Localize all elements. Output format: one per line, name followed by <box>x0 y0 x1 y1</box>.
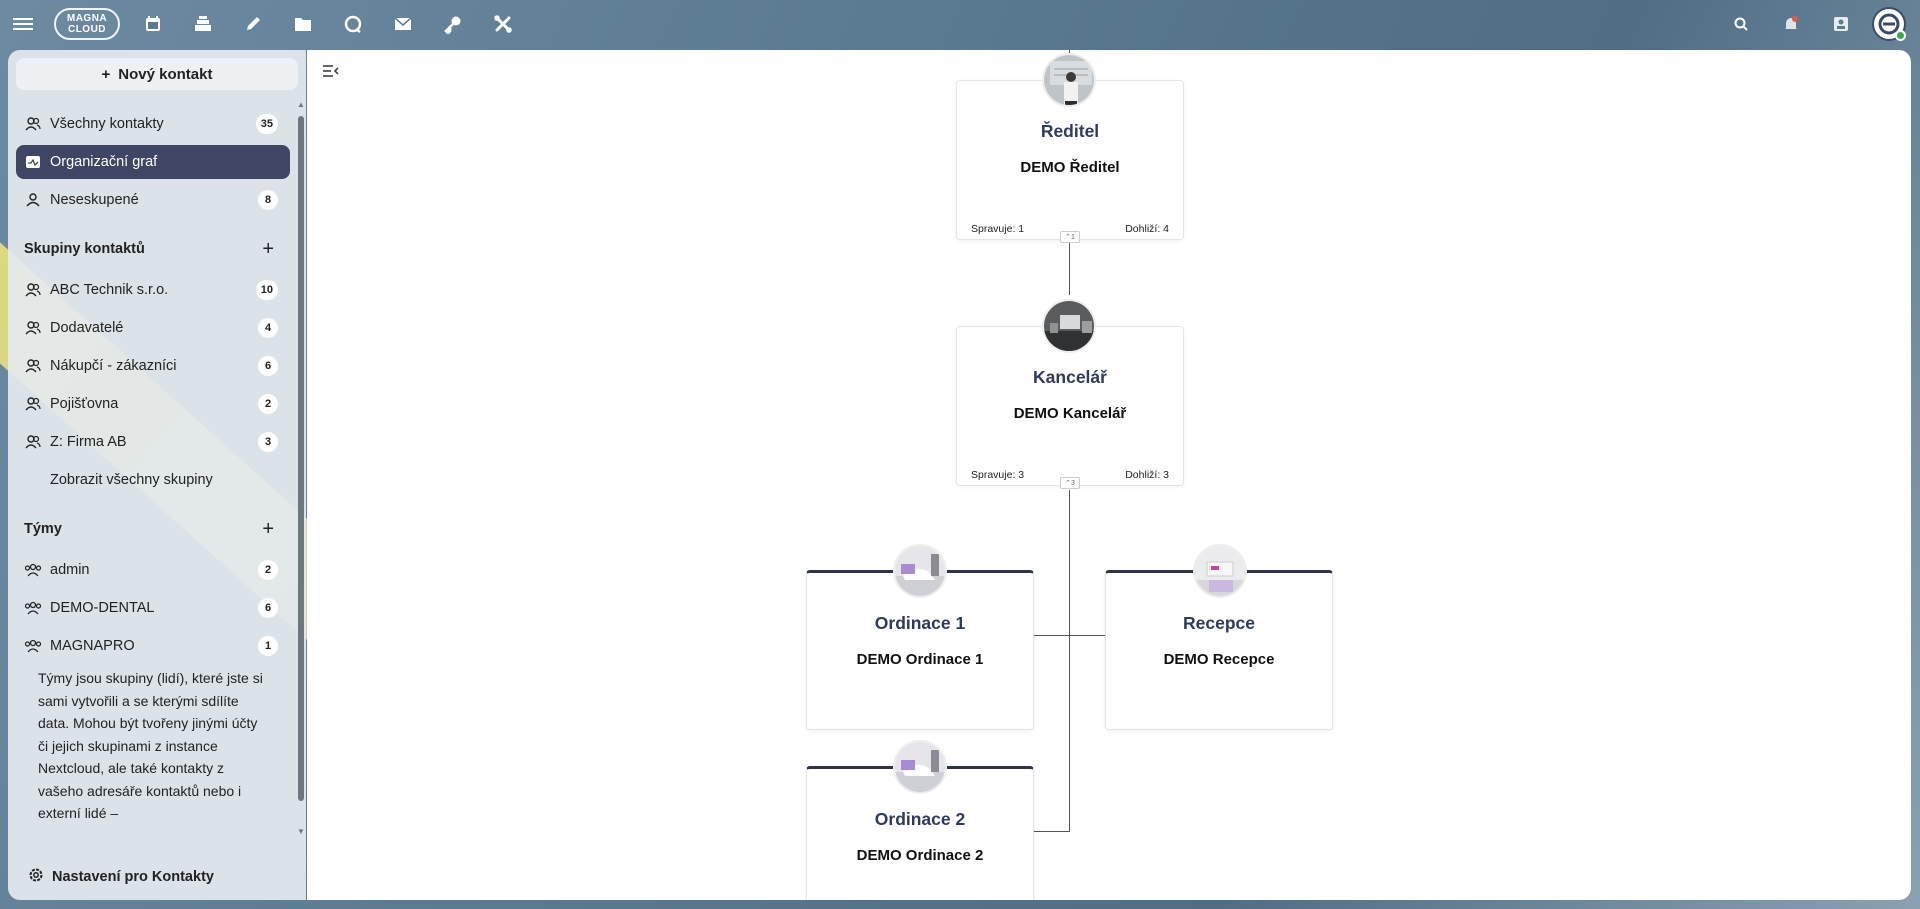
group-icon <box>24 396 42 412</box>
teams-description: Týmy jsou skupiny (lidí), které jste si … <box>38 670 263 821</box>
add-group-icon[interactable]: + <box>262 237 274 260</box>
team-icon <box>24 600 42 616</box>
node-name: DEMO Recepce <box>1163 651 1275 668</box>
contact-avatar <box>893 740 947 794</box>
node-name: DEMO Ordinace 2 <box>856 847 984 864</box>
sidebar-item-group[interactable]: Pojišťovna 2 <box>16 387 290 421</box>
app-logo[interactable]: MAGNA CLOUD <box>54 7 120 40</box>
contact-avatar <box>1193 544 1247 598</box>
collapse-children-button[interactable]: ⌃1 <box>1060 231 1080 243</box>
plus-icon: + <box>101 65 111 83</box>
sidebar-item-team[interactable]: DEMO-DENTAL 6 <box>16 591 290 625</box>
toggle-sidebar-icon[interactable] <box>323 64 339 82</box>
mail-icon[interactable] <box>378 0 428 47</box>
menu-icon[interactable] <box>0 0 46 47</box>
count-badge: 2 <box>258 560 278 580</box>
collapse-children-button[interactable]: ⌃3 <box>1060 477 1080 489</box>
count-badge: 4 <box>258 318 278 338</box>
sidebar-item-group[interactable]: Z: Firma AB 3 <box>16 425 290 459</box>
passwords-icon[interactable] <box>428 0 478 47</box>
sidebar-item-group[interactable]: Dodavatelé 4 <box>16 311 290 345</box>
sidebar-nav: Všechny kontakty 35 Organizační graf Nes… <box>8 107 298 825</box>
node-title: Recepce <box>1183 613 1255 633</box>
group-icon <box>24 358 42 374</box>
contact-avatar <box>1042 299 1096 353</box>
sidebar-item-team[interactable]: admin 2 <box>16 553 290 587</box>
node-title: Ordinace 1 <box>874 613 966 633</box>
scrollbar-thumb[interactable] <box>298 116 304 801</box>
org-chart-icon <box>24 154 42 170</box>
contacts-menu-icon[interactable] <box>1816 0 1866 47</box>
connector-line <box>1033 635 1105 636</box>
user-avatar[interactable] <box>1872 6 1906 41</box>
gear-icon <box>28 867 44 887</box>
talk-icon[interactable] <box>328 0 378 47</box>
sidebar-item-team[interactable]: MAGNAPRO 1 <box>16 629 290 663</box>
show-all-groups-link[interactable]: Zobrazit všechny skupiny <box>50 472 213 488</box>
tools-icon[interactable] <box>478 0 528 47</box>
connector-line <box>1069 50 1070 54</box>
node-name: DEMO Ordinace 1 <box>856 651 984 668</box>
count-badge: 6 <box>258 598 278 618</box>
new-contact-button[interactable]: + Nový kontakt <box>16 58 298 90</box>
top-bar: MAGNA CLOUD <box>0 0 1920 47</box>
scroll-up-icon[interactable]: ▲ <box>297 100 305 109</box>
connector-line <box>1069 243 1070 295</box>
sidebar-item-group[interactable]: Nákupčí - zákazníci 6 <box>16 349 290 383</box>
node-oversees: Dohliží: 4 <box>1125 223 1169 235</box>
online-status-icon <box>1895 29 1906 41</box>
count-badge: 2 <box>258 394 278 414</box>
count-badge: 6 <box>258 356 278 376</box>
team-icon <box>24 562 42 578</box>
node-manages: Spravuje: 1 <box>971 223 1025 235</box>
contacts-settings-button[interactable]: Nastavení pro Kontakty <box>8 854 306 900</box>
node-title: Ředitel <box>1040 121 1100 141</box>
sidebar-item-group[interactable]: ABC Technik s.r.o. 10 <box>16 273 290 307</box>
contact-avatar <box>1042 53 1096 107</box>
org-chart-view: Ředitel DEMO Ředitel Spravuje: 1 Dohliží… <box>307 50 1911 900</box>
count-badge: 3 <box>258 432 278 452</box>
contact-avatar <box>893 544 947 598</box>
sidebar-item-org-chart[interactable]: Organizační graf <box>16 145 290 179</box>
add-team-icon[interactable]: + <box>262 517 274 540</box>
connector-line <box>1069 490 1070 832</box>
node-oversees: Dohliží: 3 <box>1125 469 1169 481</box>
node-title: Kancelář <box>1033 367 1107 387</box>
notifications-icon[interactable] <box>1766 0 1816 47</box>
teams-section-header: Týmy + <box>24 517 274 540</box>
sidebar: + Nový kontakt Všechny kontakty 35 Organ… <box>8 50 306 900</box>
person-icon <box>24 192 42 208</box>
node-name: DEMO Ředitel <box>1020 159 1120 176</box>
calendar-icon[interactable] <box>128 0 178 47</box>
groups-section-header: Skupiny kontaktů + <box>24 237 274 260</box>
count-badge: 8 <box>258 190 278 210</box>
search-icon[interactable] <box>1716 0 1766 47</box>
scroll-down-icon[interactable]: ▼ <box>297 827 305 836</box>
connector-line <box>1033 831 1070 832</box>
count-badge: 1 <box>258 636 278 656</box>
group-icon <box>24 282 42 298</box>
group-icon <box>24 116 42 132</box>
group-icon <box>24 434 42 450</box>
count-badge: 10 <box>255 280 278 300</box>
node-title: Ordinace 2 <box>874 809 966 829</box>
sidebar-item-ungrouped[interactable]: Neseskupené 8 <box>16 183 290 217</box>
node-name: DEMO Kancelář <box>1013 405 1127 422</box>
node-manages: Spravuje: 3 <box>971 469 1025 481</box>
team-icon <box>24 638 42 654</box>
files-icon[interactable] <box>278 0 328 47</box>
sidebar-item-all-contacts[interactable]: Všechny kontakty 35 <box>16 107 290 141</box>
sidebar-scrollbar[interactable]: ▲ ▼ <box>297 100 305 840</box>
deck-icon[interactable] <box>178 0 228 47</box>
count-badge: 35 <box>255 114 278 134</box>
group-icon <box>24 320 42 336</box>
notes-icon[interactable] <box>228 0 278 47</box>
